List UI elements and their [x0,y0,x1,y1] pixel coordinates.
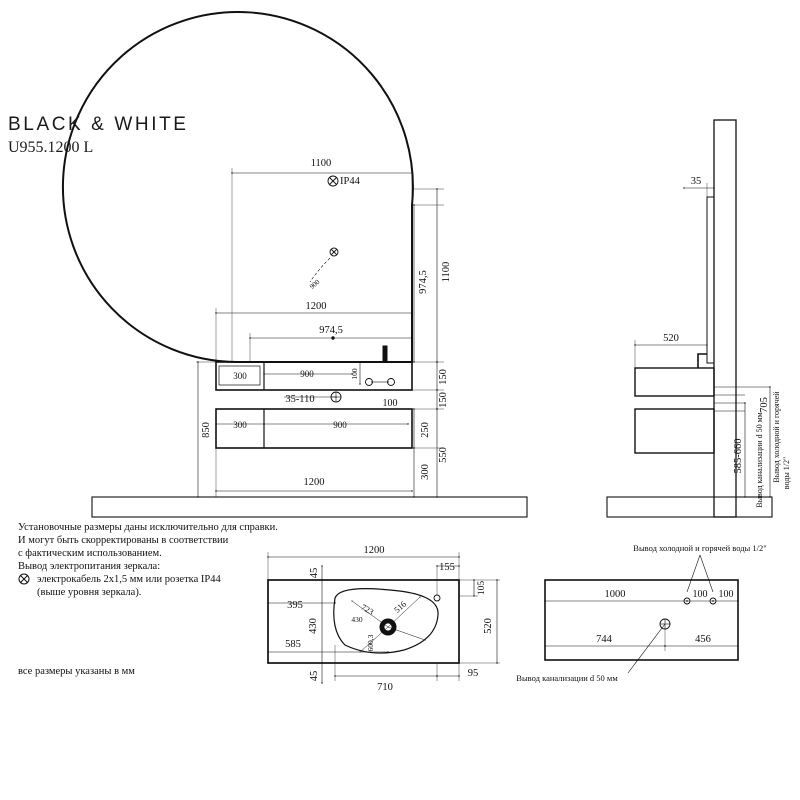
dim-516: 516 [392,599,408,615]
dim-drawer-large-bottom: 900 [333,420,347,430]
dim-95: 95 [468,668,479,679]
side-view [606,119,773,518]
upper-cabinet [215,361,413,391]
units-note: все размеры указаны в мм [18,666,135,677]
note-line-2: И могут быть скорректированы в соответст… [18,535,229,546]
ip44-socket-icon [327,175,339,187]
side-view-labels: 35 520 585-660 705 Вывод канализации d 5… [663,176,791,508]
side-drain-label: Вывод канализации d 50 мм [755,412,764,507]
note-line-3: с фактическим использованием. [18,548,162,559]
dim-35: 35 [691,176,702,187]
dim-710: 710 [377,682,393,693]
dim-inner-width: 974,5 [319,325,343,336]
side-water-label-2: воды 1/2" [782,457,791,489]
dim-585: 585 [285,639,301,650]
lower-cabinet [215,408,413,449]
dim-100-b: 100 [719,589,734,600]
dim-520-top: 520 [483,618,494,634]
note-line-1: Установочные размеры даны исключительно … [18,522,278,533]
dim-430: 430 [308,618,319,634]
side-floor [606,496,773,518]
dim-drawer-small-bottom: 300 [233,420,247,430]
dim-bottom-width: 1200 [304,477,325,488]
dim-1200-top: 1200 [364,545,385,556]
floor-slab [91,496,528,518]
dim-250: 250 [420,422,431,438]
dim-585-660: 585-660 [733,439,744,474]
note-line-5: электрокабель 2х1,5 мм или розетка IP44 [37,574,221,585]
side-upper-cabinet [634,367,715,397]
side-lower-cabinet [634,408,715,454]
dim-drawer-small-top: 300 [233,371,247,381]
dim-150-a: 150 [438,369,449,385]
dim-top-width: 1200 [306,301,327,312]
dim-total-height: 1100 [441,262,452,283]
dim-705: 705 [759,397,770,413]
plumbing-drain-label: Вывод канализации d 50 мм [516,673,618,683]
basin-bowl [333,588,439,654]
plumbing-panel [544,579,739,661]
front-view [61,11,528,518]
socket-label: IP44 [340,176,361,187]
note-line-4: Вывод электропитания зеркала: [18,561,161,572]
plumbing-view-labels: Вывод холодной и горячей воды 1/2" 1000 … [516,543,766,683]
dim-744: 744 [596,634,613,645]
model-number: U955.1200 L [8,139,94,156]
dim-100-horizontal: 100 [383,398,398,409]
dim-1000: 1000 [605,589,626,600]
side-mirror [706,196,715,364]
dim-520-side: 520 [663,333,679,344]
plumbing-view [544,554,739,674]
dim-mirror-width: 1100 [311,158,332,169]
dim-300: 300 [420,464,431,480]
dim-430-inner: 430 [351,615,363,624]
dim-radius: 900 [308,278,322,291]
dim-100-a: 100 [693,589,708,600]
top-view [267,552,500,684]
dim-drain-offset: 35-110 [285,394,314,405]
dim-100-vertical: 100 [350,368,359,380]
dim-mirror-height: 974,5 [418,270,429,294]
mirror-center-icon [329,247,339,257]
dim-456: 456 [695,634,711,645]
dim-550: 550 [438,447,449,463]
note-line-6: (выше уровня зеркала). [37,587,142,598]
drain-outlet-icon [330,391,342,403]
dim-600: 600,3 [366,634,375,651]
plumbing-water-label: Вывод холодной и горячей воды 1/2" [633,543,766,553]
dim-drawer-large-top: 900 [300,369,314,379]
dim-45-top: 45 [309,568,320,579]
dim-395: 395 [287,600,303,611]
dim-150-b: 150 [438,392,449,408]
side-water-label-1: Вывод холодной и горячей [772,391,781,483]
dim-105: 105 [477,581,487,596]
basin-countertop [267,579,460,664]
front-view-labels: 1100 IP44 974,5 1100 900 1200 974,5 300 … [201,158,452,488]
dim-155: 155 [439,562,455,573]
brand-logo: BLACK & WHITE [8,114,189,135]
faucet-icon [382,345,388,363]
electrical-outlet-icon [18,573,30,585]
dim-850: 850 [201,422,212,438]
mirror-outline [61,11,414,363]
dim-45-bottom: 45 [309,671,320,682]
